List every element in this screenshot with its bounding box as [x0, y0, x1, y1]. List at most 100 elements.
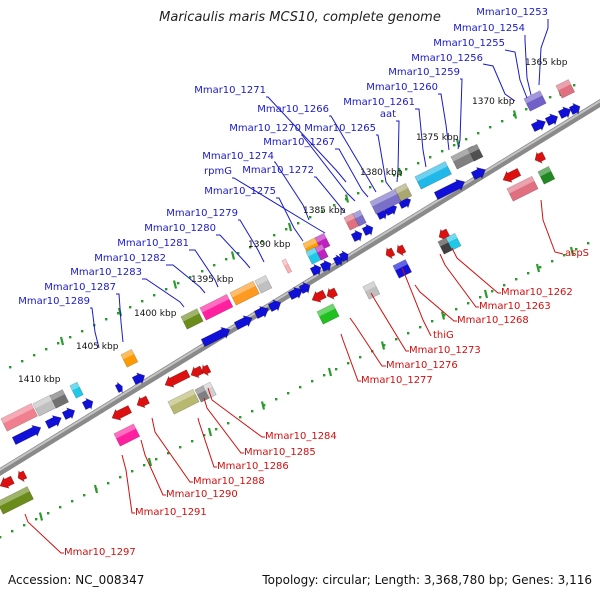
dot: [35, 518, 38, 521]
reverse-gene-label: Mmar10_1290: [166, 489, 238, 500]
dot: [539, 266, 542, 269]
scale-tick: [344, 194, 350, 203]
dot: [141, 300, 144, 303]
reverse-cds-arrow: [534, 151, 547, 164]
dot: [369, 186, 372, 189]
reverse-leader-line: [540, 199, 564, 255]
forward-gene-block: [49, 389, 70, 409]
reverse-leader-line: [401, 267, 432, 337]
forward-gene-label: Mmar10_1267: [263, 137, 335, 148]
dot: [189, 276, 192, 279]
dot: [441, 150, 444, 153]
forward-gene-block: [69, 381, 84, 399]
forward-leader-line: [457, 78, 463, 150]
reverse-cds-arrow: [385, 246, 396, 260]
forward-leader-line: [189, 249, 219, 288]
forward-leader-line: [116, 293, 124, 343]
dot: [119, 476, 122, 479]
forward-gene-block: [352, 209, 367, 227]
forward-gene-label: Mmar10_1279: [166, 208, 238, 219]
forward-gene-label: Mmar10_1280: [144, 223, 216, 234]
reverse-gene-block: [113, 423, 141, 447]
scale-label: 1410 kbp: [18, 375, 61, 385]
reverse-cds-arrow: [17, 469, 28, 483]
forward-leader-line: [329, 115, 377, 193]
reverse-gene-label: Mmar10_1268: [457, 315, 529, 326]
forward-gene-block: [0, 403, 38, 432]
dot: [33, 354, 36, 357]
accession-text: Accession: NC_008347: [8, 573, 145, 587]
reverse-gene-block: [316, 303, 340, 325]
dot: [455, 308, 458, 311]
forward-gene-label: Mmar10_1287: [44, 282, 116, 293]
dot: [105, 318, 108, 321]
dot: [407, 332, 410, 335]
dot: [443, 314, 446, 317]
dot: [167, 452, 170, 455]
scale-tick: [569, 246, 575, 256]
forward-cds-arrow: [233, 315, 253, 330]
forward-leader-line: [274, 161, 310, 221]
forward-leader-line: [504, 49, 528, 99]
forward-leader-line: [482, 63, 516, 102]
dot: [333, 204, 336, 207]
forward-cds-arrow: [298, 281, 311, 295]
reverse-cds-arrow: [111, 405, 133, 421]
reverse-gene-label: Mmar10_1291: [135, 507, 207, 518]
forward-gene-block: [314, 232, 331, 251]
forward-cds-arrow: [568, 102, 581, 116]
dot: [71, 500, 74, 503]
dot: [69, 336, 72, 339]
forward-leader-line: [232, 177, 326, 234]
dot: [587, 242, 590, 245]
reverse-leader-line: [24, 513, 64, 554]
dot: [47, 512, 50, 515]
forward-cds-arrow: [253, 306, 269, 319]
dot: [45, 348, 48, 351]
forward-gene-label: Mmar10_1275: [204, 186, 276, 197]
dot: [273, 234, 276, 237]
genome-summary: Topology: circular; Length: 3,368,780 bp…: [262, 573, 592, 587]
dot: [191, 440, 194, 443]
dot: [419, 326, 422, 329]
forward-leader-line: [276, 197, 304, 242]
reverse-cds-arrow: [502, 167, 522, 183]
dot: [297, 222, 300, 225]
forward-gene-label: Mmar10_1260: [366, 82, 438, 93]
dot: [83, 494, 86, 497]
forward-leader-line: [238, 219, 265, 263]
scale-tick: [230, 251, 236, 260]
forward-leader-line: [415, 108, 427, 168]
reverse-gene-label: Mmar10_1284: [265, 431, 337, 442]
forward-cds-arrow: [81, 397, 94, 411]
scale-tick: [380, 341, 386, 350]
forward-leader-line: [524, 35, 532, 96]
scale-tick: [260, 401, 266, 410]
scale-tick: [59, 336, 65, 346]
reverse-leader-line: [203, 397, 244, 454]
forward-gene-block: [523, 90, 547, 112]
scale-tick: [207, 427, 213, 437]
reverse-leader-line: [414, 284, 457, 322]
dot: [81, 330, 84, 333]
map-title: Maricaulis maris MCS10, complete genome: [159, 10, 441, 25]
scale-label: 1390 kbp: [248, 240, 291, 250]
dot: [0, 536, 2, 539]
dot: [275, 398, 278, 401]
reverse-leader-line: [349, 317, 386, 367]
reverse-gene-label: Mmar10_1263: [479, 301, 551, 312]
dot: [287, 392, 290, 395]
reverse-leader-line: [340, 333, 361, 382]
reverse-gene-block: [445, 232, 462, 251]
gene-features: [0, 79, 581, 515]
scale-tick: [440, 311, 446, 320]
dot: [549, 96, 552, 99]
forward-cds-arrow: [433, 179, 466, 200]
reverse-gene-block: [202, 381, 217, 399]
forward-cds-arrow: [332, 254, 343, 267]
dot: [357, 192, 360, 195]
dot: [429, 156, 432, 159]
forward-leader-line: [266, 96, 347, 183]
scale-tick: [327, 367, 333, 377]
